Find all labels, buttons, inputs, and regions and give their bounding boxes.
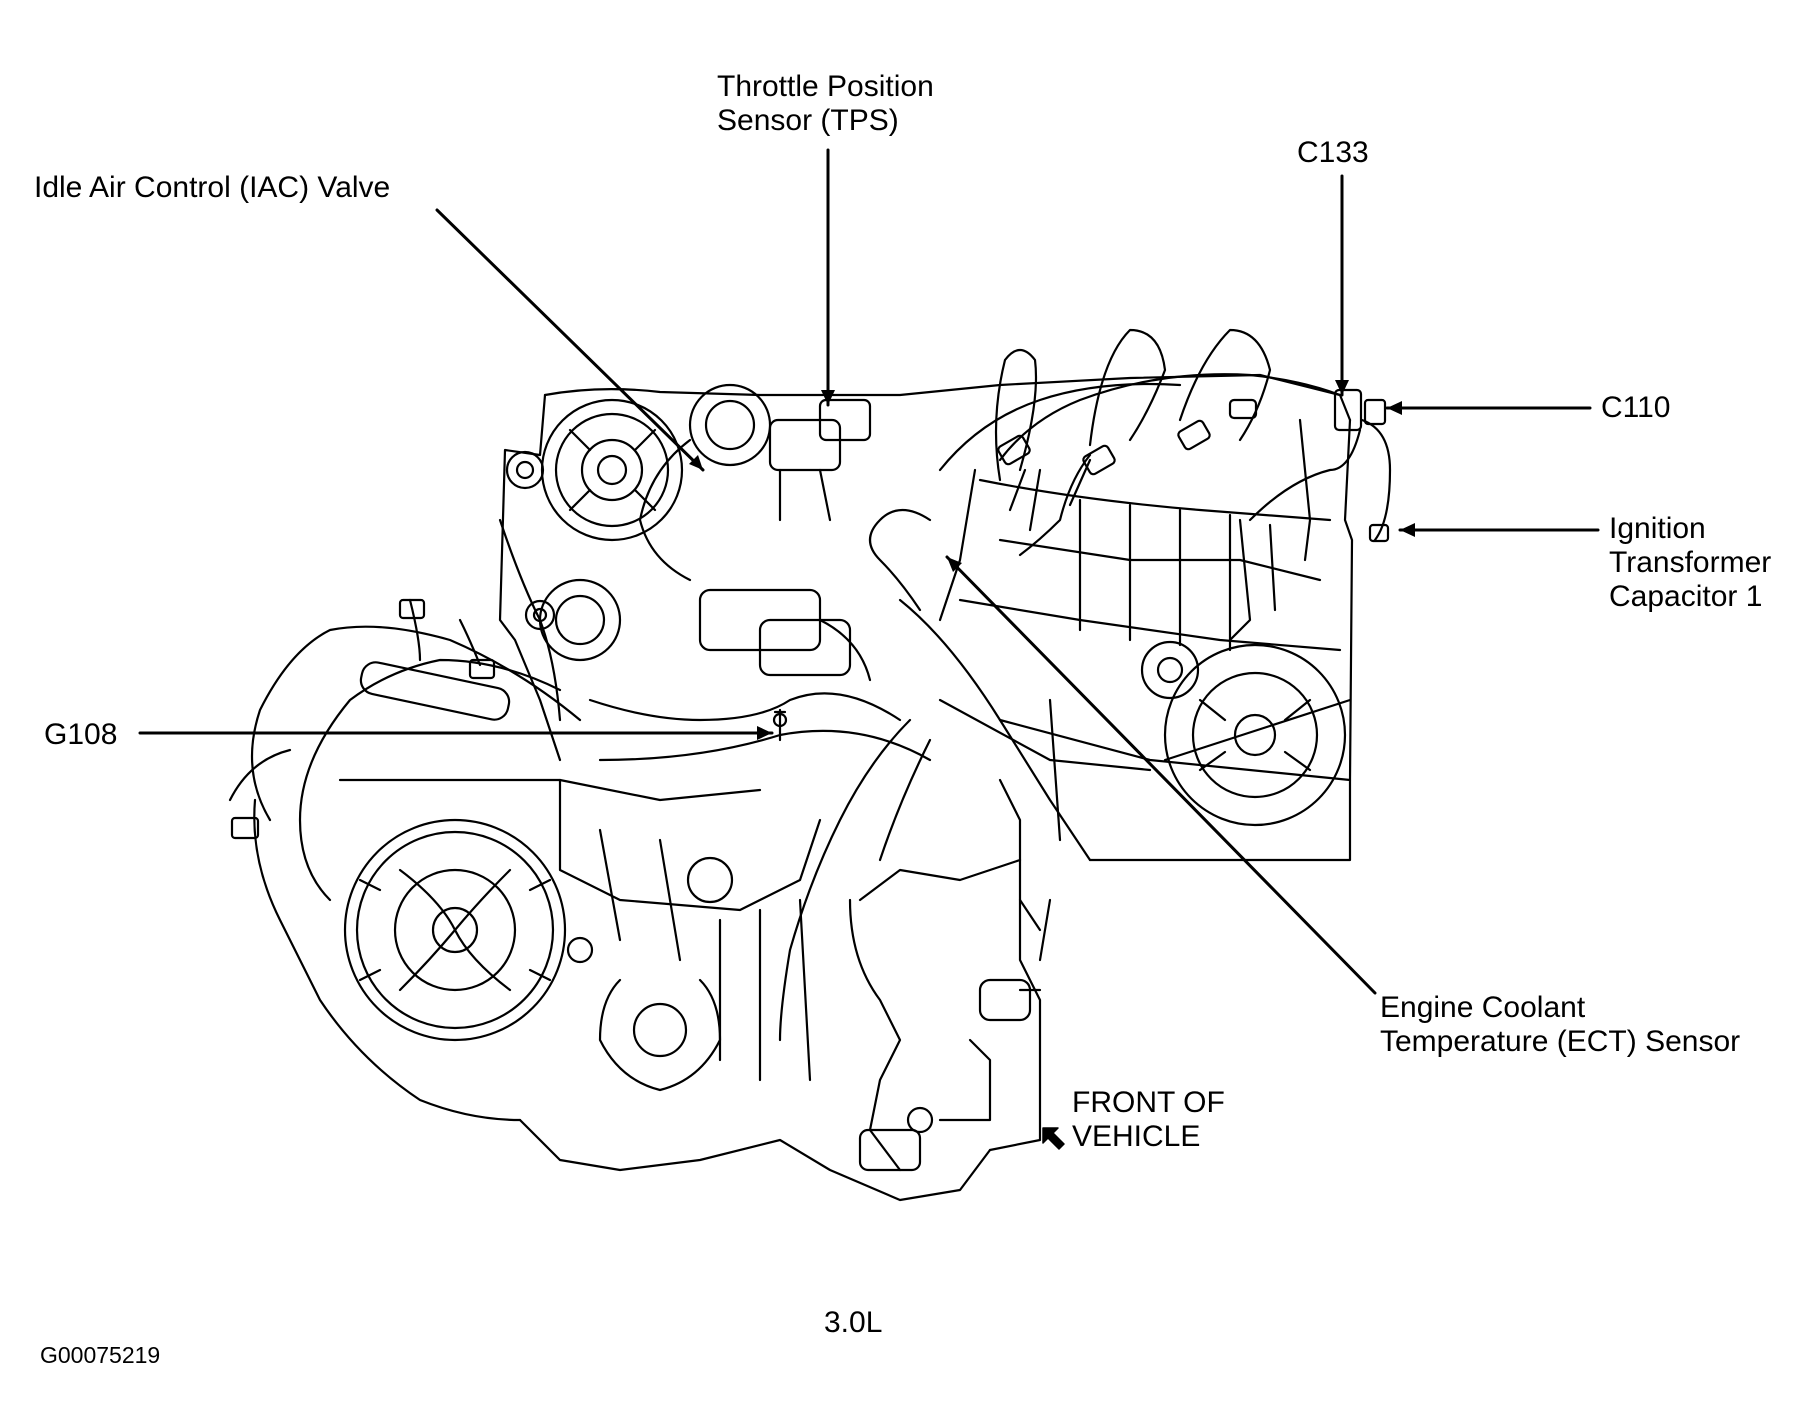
callout-ignition-capacitor: Ignition Transformer Capacitor 1 bbox=[1609, 512, 1772, 613]
figure-id: G00075219 bbox=[40, 1342, 161, 1368]
callout-c110: C110 bbox=[1601, 391, 1671, 424]
callout-arrowheads bbox=[689, 380, 1415, 740]
callout-c133: C133 bbox=[1297, 136, 1369, 169]
callout-g108: G108 bbox=[44, 718, 118, 751]
callout-ect-sensor: Engine Coolant Temperature (ECT) Sensor bbox=[1380, 991, 1741, 1058]
front-of-vehicle-label: FRONT OF VEHICLE bbox=[1072, 1086, 1225, 1153]
wiring-harness bbox=[228, 508, 932, 1042]
transaxle bbox=[253, 778, 1052, 1202]
pulley-assembly bbox=[498, 398, 684, 722]
callout-tps: Throttle Position Sensor (TPS) bbox=[717, 70, 934, 137]
callout-leaders bbox=[138, 148, 1600, 995]
callout-iac-valve: Idle Air Control (IAC) Valve bbox=[34, 171, 391, 204]
engine-caption: 3.0L bbox=[824, 1306, 883, 1339]
upper-engine-outline bbox=[498, 373, 1354, 862]
alternator bbox=[1140, 640, 1352, 827]
front-arrow-icon bbox=[1042, 1127, 1065, 1150]
throttle-body bbox=[638, 383, 872, 682]
spark-plug-wires bbox=[938, 328, 1392, 557]
